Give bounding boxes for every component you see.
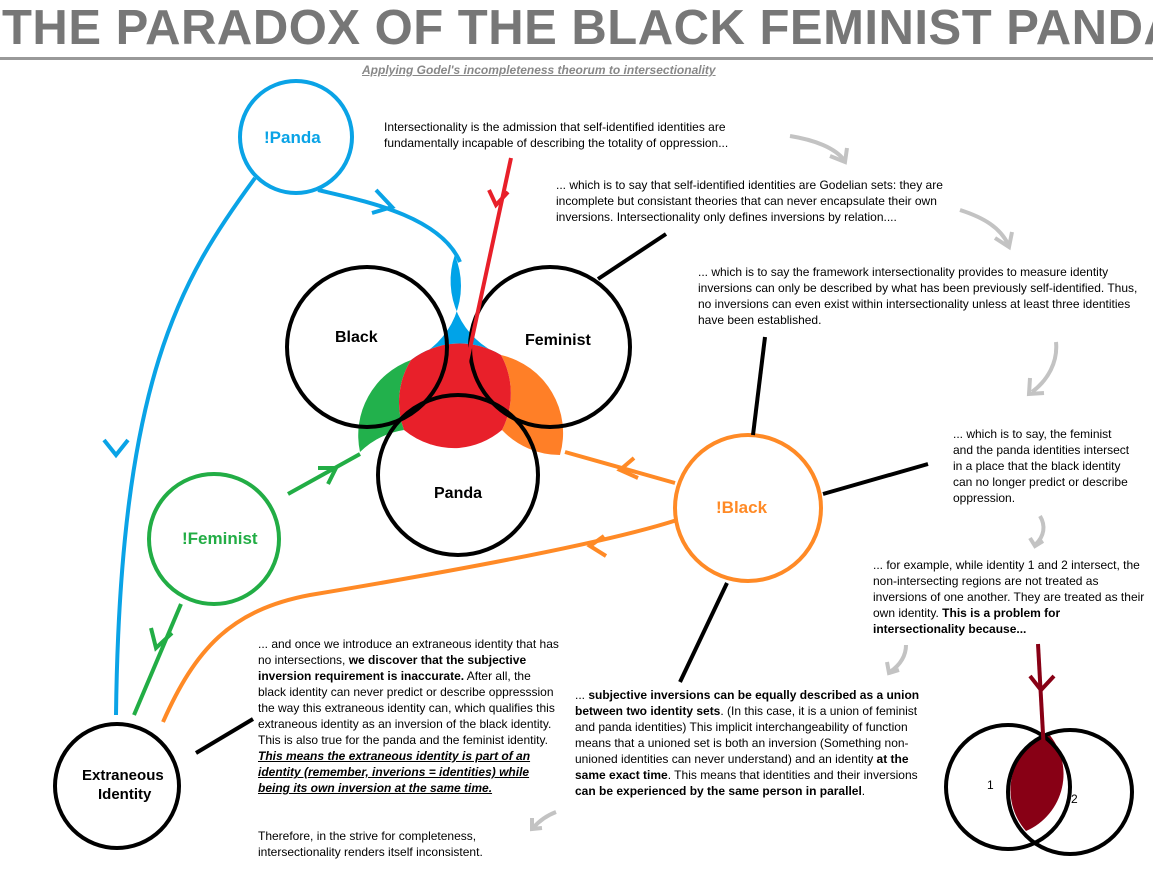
not-black-circle <box>673 433 823 583</box>
text-example: ... for example, while identity 1 and 2 … <box>873 557 1151 637</box>
extraneous-identity-circle <box>53 722 181 850</box>
green-arrow-to-venn <box>287 452 361 496</box>
label-identity-1: 1 <box>987 778 994 792</box>
grey-flow-arrows <box>530 134 1059 832</box>
label-feminist: Feminist <box>525 332 591 349</box>
label-black: Black <box>335 329 378 346</box>
label-identity: Identity <box>98 786 152 803</box>
text-union-c: . (In this case, it is a union of femini… <box>575 704 918 766</box>
text-feminist-panda: ... which is to say, the feminist and th… <box>953 427 1130 505</box>
orange-arrowhead-top <box>616 456 639 480</box>
blue-arrowhead-top <box>371 188 396 215</box>
label-not-black: !Black <box>716 498 768 517</box>
venn-circle-black <box>285 265 449 429</box>
page-title: THE PARADOX OF THE BLACK FEMINIST PANDA <box>2 1 1153 55</box>
label-extraneous: Extraneous <box>82 767 164 784</box>
dark-red-arrow <box>1036 643 1046 753</box>
blue-arrowhead-left <box>102 438 130 459</box>
text-extraneous-a: ... and once we introduce an extraneous … <box>258 637 559 667</box>
label-not-feminist: !Feminist <box>182 529 258 548</box>
text-union-g: . <box>861 784 866 798</box>
text-extraneous: ... and once we introduce an extraneous … <box>258 636 560 796</box>
text-union: ... subjective inversions can be equally… <box>575 687 940 799</box>
page-subtitle: Applying Godel's incompleteness theorum … <box>362 63 716 77</box>
text-union-f: can be experienced by the same person in… <box>575 784 862 798</box>
text-extraneous-d: This means the extraneous identity is pa… <box>258 749 531 795</box>
text-intro: Intersectionality is the admission that … <box>384 120 729 150</box>
dark-red-arrowhead <box>1028 674 1056 694</box>
text-framework: ... which is to say the framework inters… <box>698 265 1138 327</box>
text-example-a: ... for example, while identity 1 and 2 … <box>873 558 1145 620</box>
identity-2-circle <box>1006 728 1134 856</box>
text-union-a: ... <box>575 688 589 702</box>
green-arrow-to-extraneous <box>132 603 183 716</box>
text-example-b: This is a problem for intersectionality … <box>873 606 1061 636</box>
blue-arrow-to-extraneous <box>114 176 257 716</box>
text-union-e: . This means that identities and their i… <box>667 768 918 782</box>
identity-1-2-venn <box>944 643 1134 856</box>
red-arrowhead <box>487 189 510 209</box>
text-union-d: at the same exact time <box>575 752 909 782</box>
connector-lines <box>194 232 929 755</box>
label-identity-2: 2 <box>1071 792 1078 806</box>
not-feminist-circle <box>147 472 281 606</box>
green-arrowhead-bottom <box>149 627 174 652</box>
title-underline <box>0 57 1153 60</box>
text-conclusion: Therefore, in the strive for completenes… <box>258 829 483 859</box>
red-arrow <box>465 157 513 363</box>
blue-arrow-to-venn <box>317 188 462 263</box>
label-not-panda: !Panda <box>264 128 321 147</box>
orange-arrowhead-bottom <box>586 534 608 558</box>
venn-circle-panda <box>376 393 540 557</box>
label-panda: Panda <box>434 485 483 502</box>
text-extraneous-c: After all, the black identity can never … <box>258 669 555 747</box>
identity-1-circle <box>944 723 1072 851</box>
text-godelian: ... which is to say that self-identified… <box>556 178 943 224</box>
text-extraneous-b: we discover that the subjective inversio… <box>258 653 527 683</box>
green-arrowhead-top <box>318 466 340 485</box>
text-union-b: subjective inversions can be equally des… <box>575 688 920 718</box>
not-panda-circle <box>238 79 354 195</box>
